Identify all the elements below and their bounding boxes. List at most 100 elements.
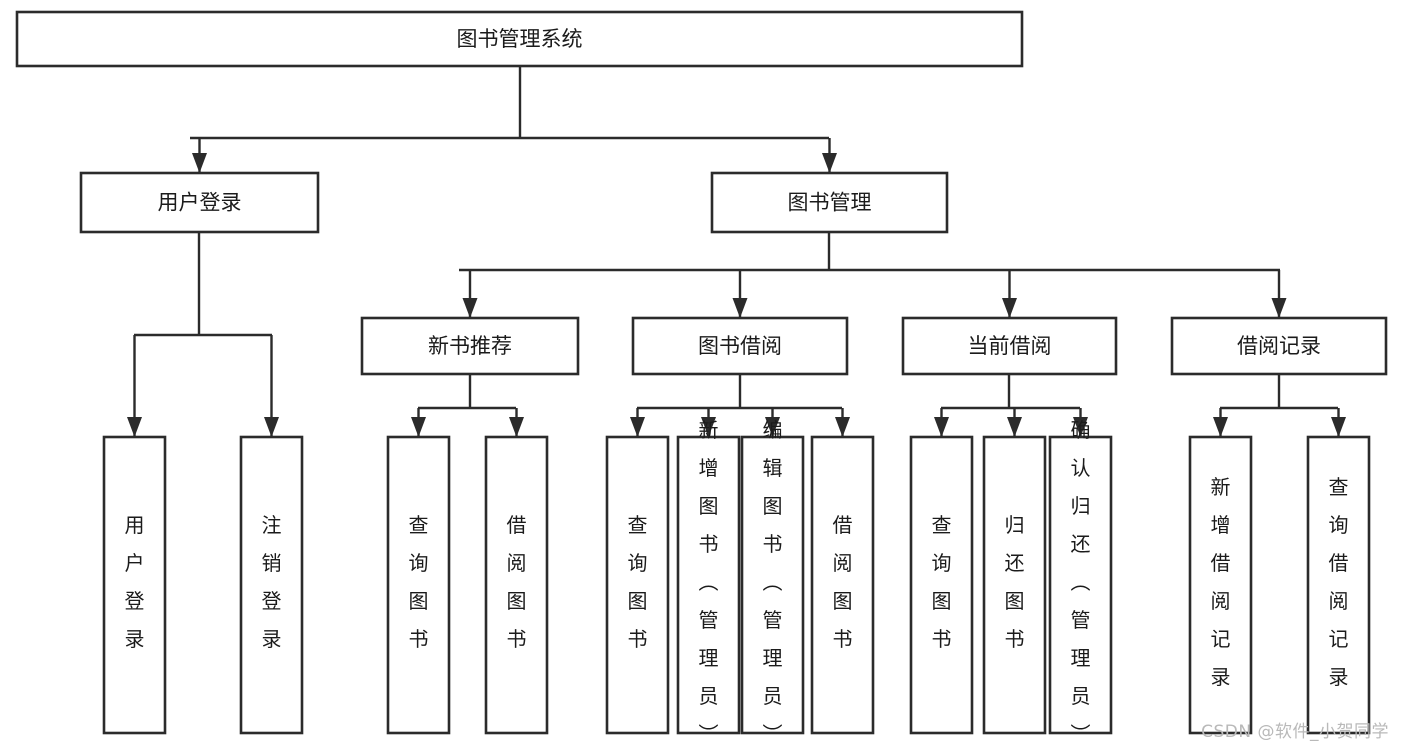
node-box-user-login[interactable] xyxy=(79,171,320,234)
node-leaf-query-book-3[interactable]: 查询图书 xyxy=(909,435,974,735)
node-leaf-query-borrow-record[interactable]: 查询借阅记录 xyxy=(1306,435,1371,735)
edge-book-borrow-to-leaf-edit-book xyxy=(765,408,780,437)
node-label-borrow-record: 借阅记录 xyxy=(1237,334,1321,358)
node-box-leaf-confirm-return[interactable] xyxy=(1048,435,1113,735)
node-box-root[interactable] xyxy=(15,10,1024,68)
node-box-leaf-borrow-book-1[interactable] xyxy=(484,435,549,735)
node-label-leaf-borrow-book-1: 借阅图书 xyxy=(507,513,527,651)
arrow-head-icon xyxy=(822,153,837,173)
node-leaf-add-book[interactable]: 新增图书︵管理员︶ xyxy=(676,418,741,746)
arrow-head-icon xyxy=(127,417,142,437)
node-box-current-borrow[interactable] xyxy=(901,316,1118,376)
node-leaf-borrow-book-2[interactable]: 借阅图书 xyxy=(810,435,875,735)
node-label-root: 图书管理系统 xyxy=(457,27,583,51)
edge-current-borrow-to-leaf-return-book xyxy=(1007,408,1022,437)
edge-book-borrow-to-leaf-borrow-book-2 xyxy=(835,408,850,437)
node-current-borrow[interactable]: 当前借阅 xyxy=(901,316,1118,376)
csdn-watermark: CSDN @软件_小贺同学 xyxy=(1201,722,1389,742)
node-label-leaf-confirm-return: 确认归还︵管理员︶ xyxy=(1071,418,1091,746)
edge-root-to-user-login xyxy=(192,138,207,173)
node-box-leaf-edit-book[interactable] xyxy=(740,435,805,735)
node-new-book-recommend[interactable]: 新书推荐 xyxy=(360,316,580,376)
node-label-leaf-user-logout: 注销登录 xyxy=(262,513,282,651)
arrow-head-icon xyxy=(765,417,780,437)
arrow-head-icon xyxy=(1331,417,1346,437)
node-box-leaf-query-book-3[interactable] xyxy=(909,435,974,735)
edge-book-manage-to-book-borrow xyxy=(732,270,748,318)
edge-current-borrow-to-leaf-confirm-return xyxy=(1073,408,1088,437)
connector-bus-book-borrow xyxy=(637,374,842,410)
arrow-head-icon xyxy=(701,417,716,437)
arrow-head-icon xyxy=(462,298,478,318)
connector-bus-current-borrow xyxy=(941,374,1080,410)
arrow-head-icon xyxy=(509,417,524,437)
node-leaf-return-book[interactable]: 归还图书 xyxy=(982,435,1047,735)
node-box-leaf-user-login[interactable] xyxy=(102,435,167,735)
edge-new-book-recommend-to-leaf-query-book-1 xyxy=(411,408,426,437)
edge-user-login-to-leaf-user-logout xyxy=(264,335,279,437)
node-box-book-borrow[interactable] xyxy=(631,316,849,376)
connector-bus-borrow-record xyxy=(1220,374,1338,410)
arrow-head-icon xyxy=(1213,417,1228,437)
node-borrow-record[interactable]: 借阅记录 xyxy=(1170,316,1388,376)
node-book-borrow[interactable]: 图书借阅 xyxy=(631,316,849,376)
node-leaf-edit-book[interactable]: 编辑图书︵管理员︶ xyxy=(740,418,805,746)
arrow-head-icon xyxy=(1002,298,1017,318)
arrow-head-icon xyxy=(192,153,207,173)
node-leaf-user-login[interactable]: 用户登录 xyxy=(102,435,167,735)
node-leaf-query-book-1[interactable]: 查询图书 xyxy=(386,435,451,735)
node-label-book-manage: 图书管理 xyxy=(788,191,872,215)
node-box-leaf-return-book[interactable] xyxy=(982,435,1047,735)
arrow-head-icon xyxy=(1007,417,1022,437)
node-box-leaf-query-book-2[interactable] xyxy=(605,435,670,735)
node-label-leaf-query-borrow-record: 查询借阅记录 xyxy=(1329,475,1349,689)
nodes-layer: 图书管理系统用户登录图书管理新书推荐图书借阅当前借阅借阅记录用户登录注销登录查询… xyxy=(15,10,1388,746)
node-leaf-query-book-2[interactable]: 查询图书 xyxy=(605,435,670,735)
node-label-leaf-user-login: 用户登录 xyxy=(125,513,145,651)
node-label-leaf-query-book-3: 查询图书 xyxy=(932,513,952,651)
node-leaf-borrow-book-1[interactable]: 借阅图书 xyxy=(484,435,549,735)
node-user-login[interactable]: 用户登录 xyxy=(79,171,320,234)
arrow-head-icon xyxy=(835,417,850,437)
node-book-manage[interactable]: 图书管理 xyxy=(710,171,949,234)
node-box-leaf-add-book[interactable] xyxy=(676,435,741,735)
node-label-leaf-query-book-1: 查询图书 xyxy=(409,513,429,651)
arrow-head-icon xyxy=(630,417,645,437)
arrow-head-icon xyxy=(1073,417,1088,437)
node-box-leaf-query-borrow-record[interactable] xyxy=(1306,435,1371,735)
node-label-leaf-add-borrow-record: 新增借阅记录 xyxy=(1211,475,1231,689)
node-box-borrow-record[interactable] xyxy=(1170,316,1388,376)
arrow-head-icon xyxy=(264,417,279,437)
connector-bus-user-login xyxy=(134,232,272,337)
edge-root-to-book-manage xyxy=(822,138,837,173)
node-box-leaf-query-book-1[interactable] xyxy=(386,435,451,735)
connector-bus-book-manage xyxy=(459,232,1280,272)
edge-book-manage-to-current-borrow xyxy=(1002,270,1017,318)
arrow-head-icon xyxy=(1271,298,1287,318)
arrow-head-icon xyxy=(934,417,949,437)
connector-bus-new-book xyxy=(418,374,516,410)
edge-new-book-recommend-to-leaf-borrow-book-1 xyxy=(509,408,524,437)
node-label-leaf-borrow-book-2: 借阅图书 xyxy=(833,513,853,651)
connectors-layer xyxy=(127,66,1346,437)
arrow-head-icon xyxy=(732,298,748,318)
edge-book-borrow-to-leaf-query-book-2 xyxy=(630,408,645,437)
connector-bus-root xyxy=(190,66,829,140)
node-label-new-book-recommend: 新书推荐 xyxy=(428,334,512,358)
node-leaf-user-logout[interactable]: 注销登录 xyxy=(239,435,304,735)
node-root[interactable]: 图书管理系统 xyxy=(15,10,1024,68)
node-box-new-book-recommend[interactable] xyxy=(360,316,580,376)
edge-book-borrow-to-leaf-add-book xyxy=(701,408,716,437)
node-leaf-add-borrow-record[interactable]: 新增借阅记录 xyxy=(1188,435,1253,735)
node-box-book-manage[interactable] xyxy=(710,171,949,234)
node-label-book-borrow: 图书借阅 xyxy=(698,334,782,358)
node-leaf-confirm-return[interactable]: 确认归还︵管理员︶ xyxy=(1048,418,1113,746)
edge-current-borrow-to-leaf-query-book-3 xyxy=(934,408,949,437)
edge-borrow-record-to-leaf-query-borrow-record xyxy=(1331,408,1346,437)
node-label-leaf-add-book: 新增图书︵管理员︶ xyxy=(699,418,719,746)
node-box-leaf-add-borrow-record[interactable] xyxy=(1188,435,1253,735)
node-box-leaf-borrow-book-2[interactable] xyxy=(810,435,875,735)
node-box-leaf-user-logout[interactable] xyxy=(239,435,304,735)
